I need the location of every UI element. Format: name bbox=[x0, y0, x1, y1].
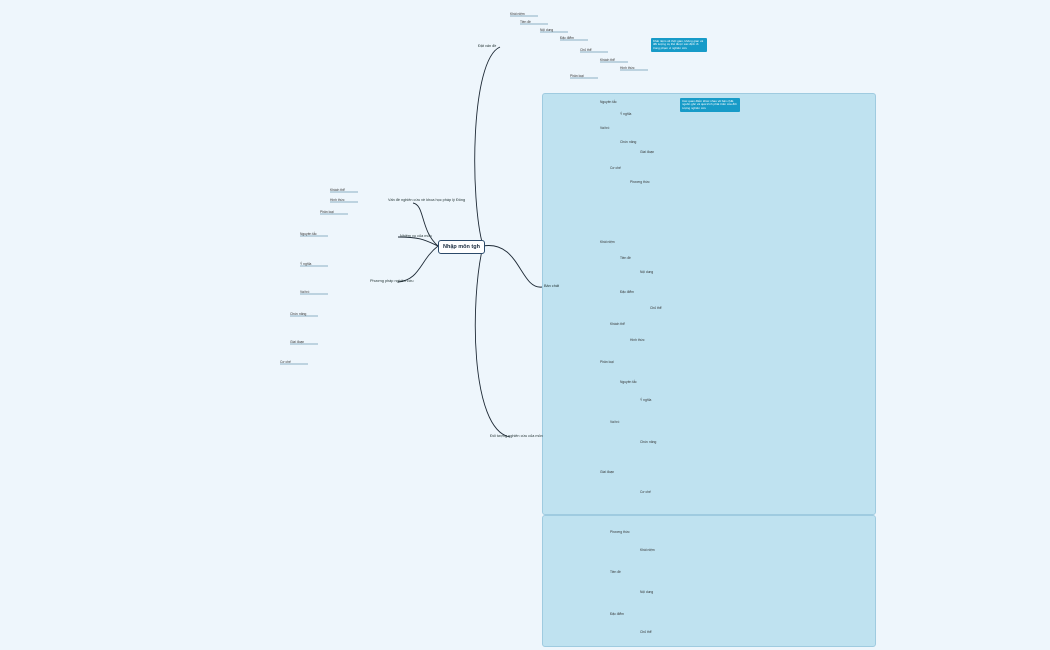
branch-node[interactable]: Đặc điểm bbox=[610, 612, 624, 616]
branch-node[interactable]: Hình thức bbox=[620, 66, 635, 70]
branch-node[interactable]: Giai đoạn bbox=[640, 150, 655, 154]
branch-node[interactable]: Phân loại bbox=[320, 210, 334, 214]
branch-nhiem-vu[interactable]: Nhiệm vụ của môn bbox=[400, 234, 432, 238]
branch-node[interactable]: Hình thức bbox=[630, 338, 645, 342]
branch-node[interactable]: Tiền đề bbox=[610, 570, 621, 574]
branch-node[interactable]: Nguyên tắc bbox=[600, 100, 617, 104]
branch-node[interactable]: Chức năng bbox=[620, 140, 637, 144]
branch-node[interactable]: Hình thức bbox=[330, 198, 345, 202]
branch-node[interactable]: Nội dung bbox=[640, 270, 654, 274]
branch-node[interactable]: Khách thể bbox=[600, 58, 615, 62]
branch-node[interactable]: Chức năng bbox=[290, 312, 307, 316]
root-node[interactable]: Nhập môn tgh bbox=[438, 240, 485, 254]
branch-node[interactable]: Chủ thể bbox=[650, 306, 662, 310]
branch-node[interactable]: Ý nghĩa bbox=[300, 262, 312, 266]
branch-node[interactable]: Phương thức bbox=[630, 180, 650, 184]
branch-node[interactable]: Khái niệm bbox=[510, 12, 525, 16]
branch-node[interactable]: Ý nghĩa bbox=[620, 112, 632, 116]
highlight-note-2: Các quan điểm khác nhau về bản chất, ngu… bbox=[680, 98, 740, 112]
branch-node[interactable]: Cơ chế bbox=[280, 360, 291, 364]
branch-node[interactable]: Giai đoạn bbox=[290, 340, 305, 344]
branch-node[interactable]: Vai trò bbox=[610, 420, 620, 424]
branch-phuong-phap[interactable]: Phương pháp nghiên cứu bbox=[370, 279, 414, 283]
branch-node[interactable]: Chức năng bbox=[640, 440, 657, 444]
branch-node[interactable]: Cơ chế bbox=[640, 490, 651, 494]
branch-node[interactable]: Cơ chế bbox=[610, 166, 621, 170]
branch-node[interactable]: Tiền đề bbox=[620, 256, 631, 260]
branch-node[interactable]: Khái niệm bbox=[640, 548, 655, 552]
branch-ve-su-dung[interactable]: Vấn đề nghiên cứu về khoa học pháp lý Đô… bbox=[388, 198, 466, 202]
branch-node[interactable]: Phân loại bbox=[570, 74, 584, 78]
branch-ban-chat[interactable]: Bản chất bbox=[544, 284, 559, 288]
content-panel-main bbox=[542, 93, 876, 515]
branch-node[interactable]: Đặc điểm bbox=[560, 36, 574, 40]
branch-node[interactable]: Khách thể bbox=[610, 322, 625, 326]
branch-doi-tuong[interactable]: Đối tượng nghiên cứu của môn bbox=[490, 434, 543, 438]
branch-node[interactable]: Chủ thể bbox=[580, 48, 592, 52]
branch-node[interactable]: Vai trò bbox=[300, 290, 310, 294]
content-panel-lower bbox=[542, 515, 876, 647]
branch-dat-van-de[interactable]: Đặt vấn đề bbox=[478, 44, 497, 48]
branch-node[interactable]: Tiền đề bbox=[520, 20, 531, 24]
branch-node[interactable]: Nguyên tắc bbox=[620, 380, 637, 384]
highlight-note-1: Khái niệm về thời gian, không gian và đố… bbox=[651, 38, 707, 52]
branch-node[interactable]: Nguyên tắc bbox=[300, 232, 317, 236]
branch-node[interactable]: Nội dung bbox=[540, 28, 554, 32]
branch-node[interactable]: Phân loại bbox=[600, 360, 614, 364]
branch-node[interactable]: Đặc điểm bbox=[620, 290, 634, 294]
branch-node[interactable]: Chủ thể bbox=[640, 630, 652, 634]
branch-node[interactable]: Ý nghĩa bbox=[640, 398, 652, 402]
branch-node[interactable]: Giai đoạn bbox=[600, 470, 615, 474]
branch-node[interactable]: Vai trò bbox=[600, 126, 610, 130]
branch-node[interactable]: Nội dung bbox=[640, 590, 654, 594]
branch-node[interactable]: Phương thức bbox=[610, 530, 630, 534]
branch-node[interactable]: Khái niệm bbox=[600, 240, 615, 244]
branch-node[interactable]: Khách thể bbox=[330, 188, 345, 192]
